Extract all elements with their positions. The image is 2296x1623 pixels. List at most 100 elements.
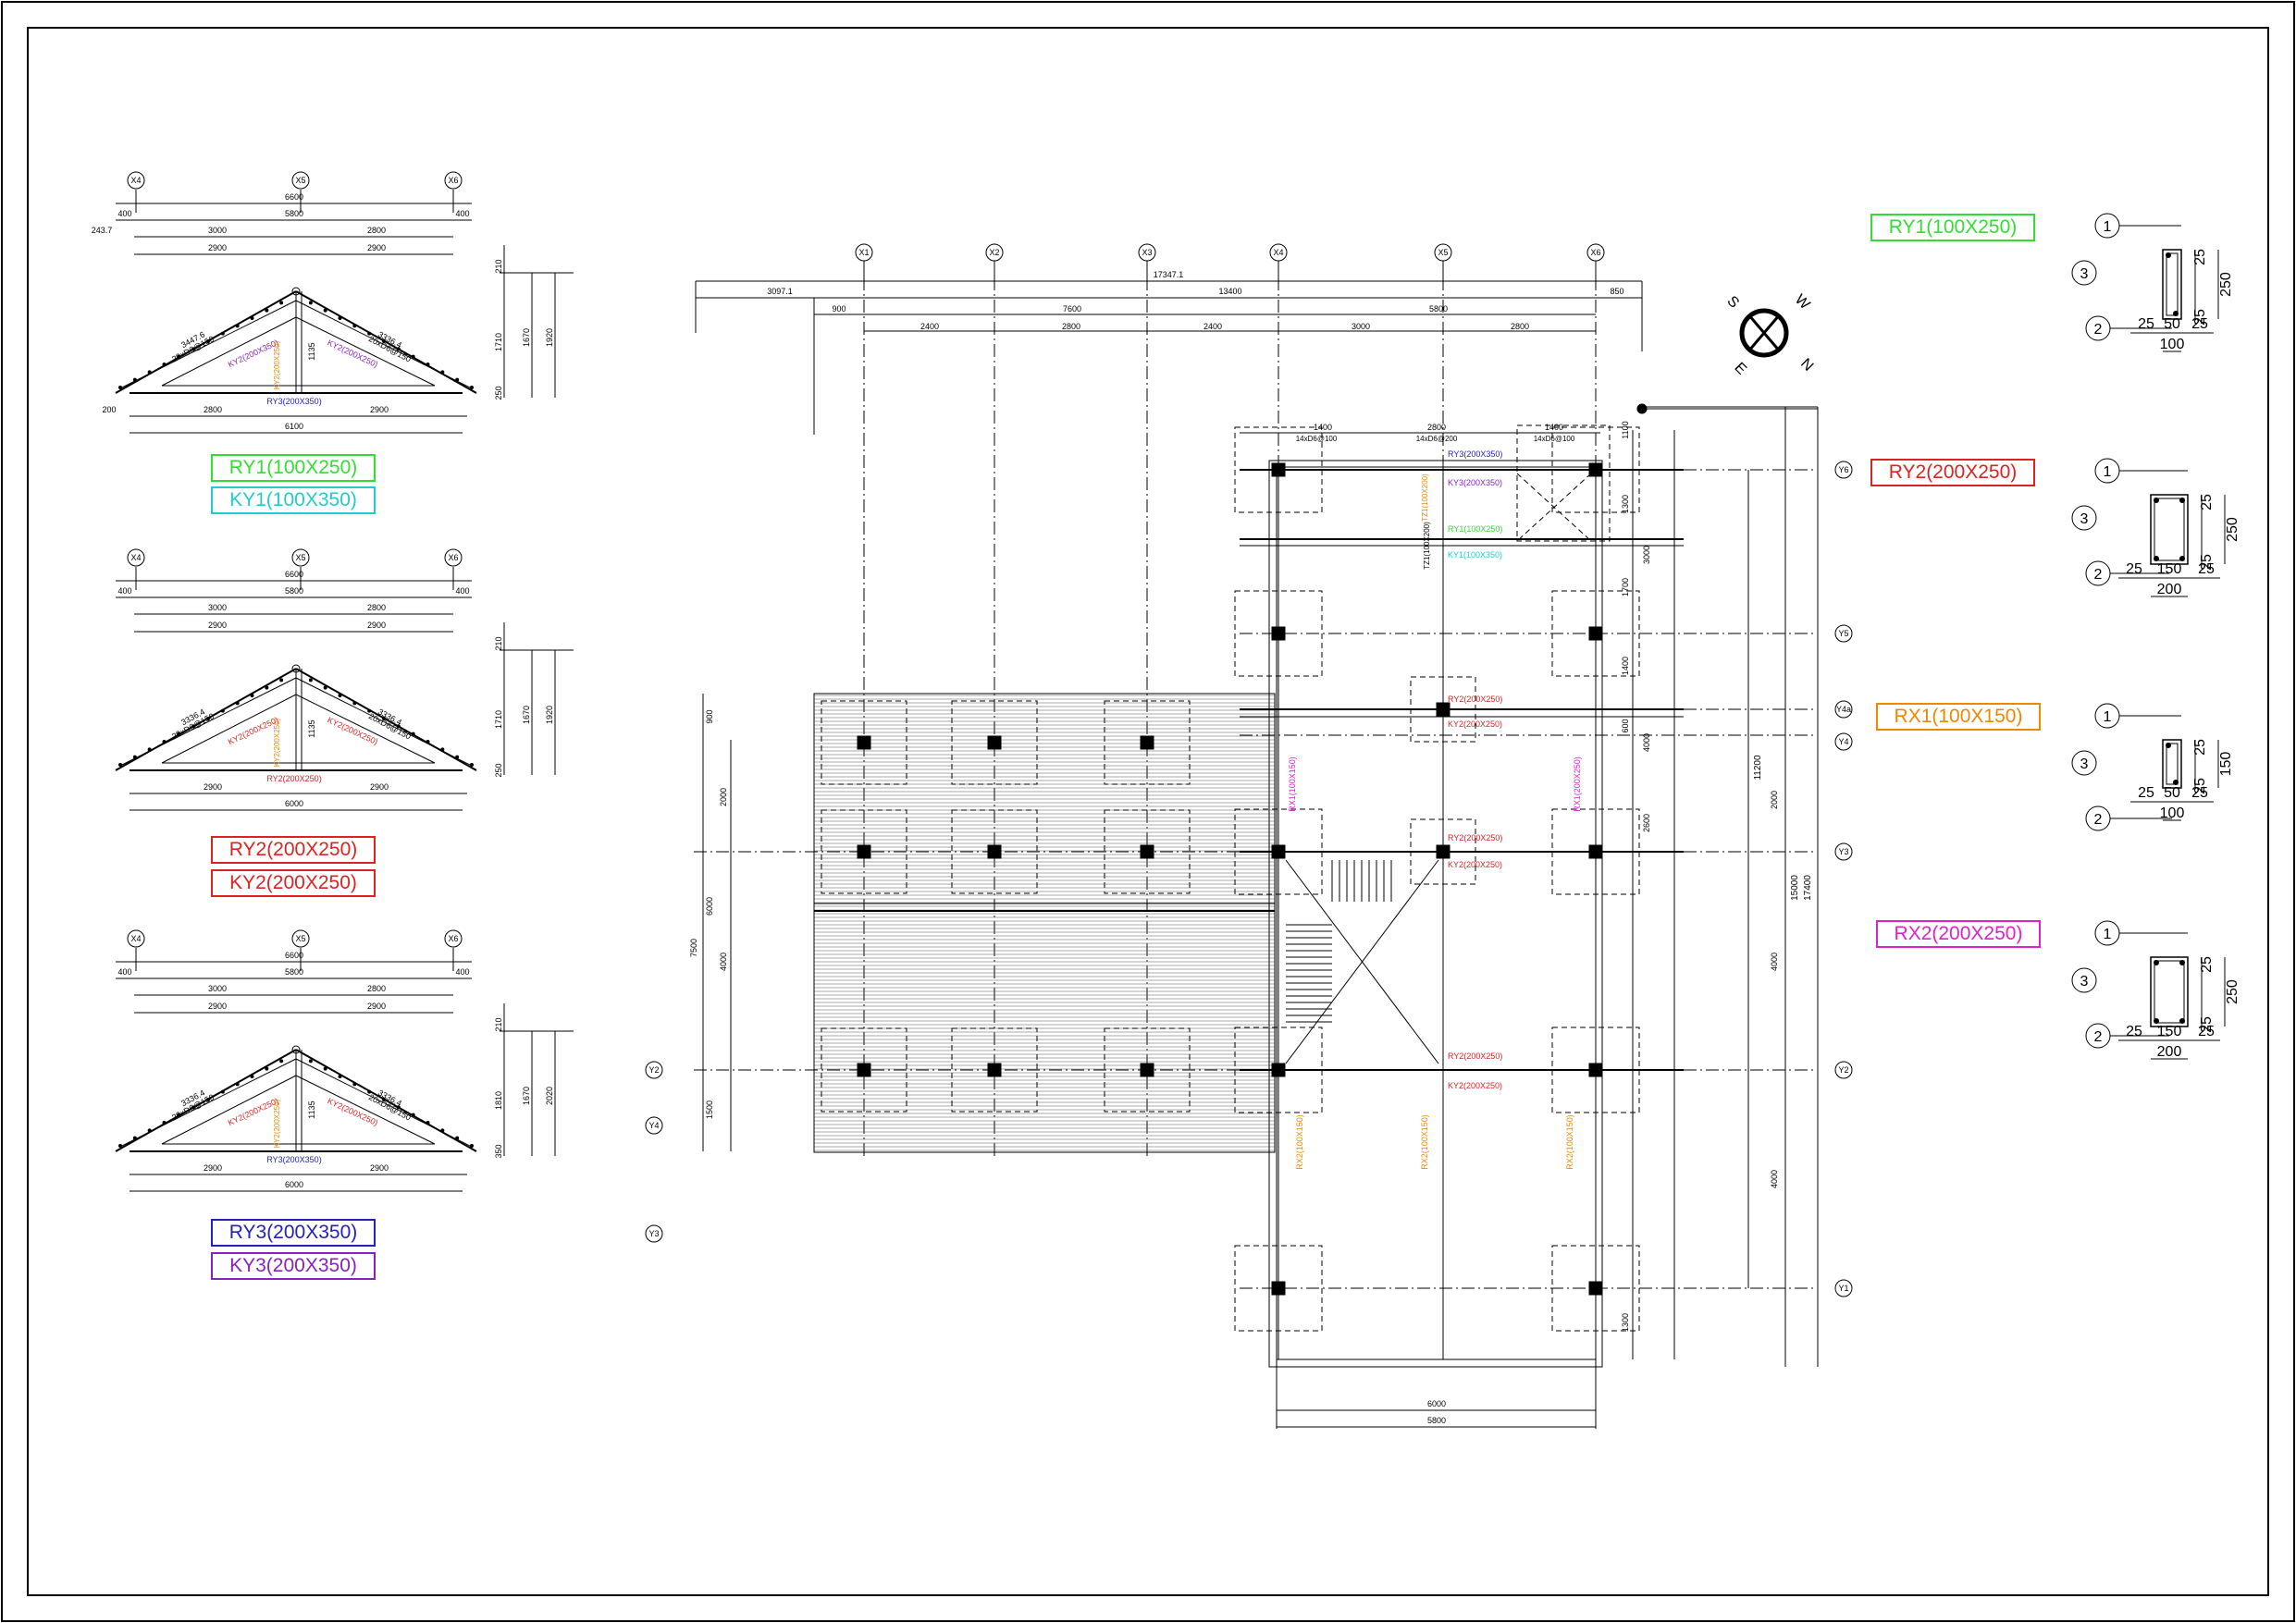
dim-text: 2800 — [1427, 423, 1446, 432]
dim-text: 6600 — [285, 192, 303, 202]
footing — [951, 700, 1038, 785]
dim-text: 2900 — [370, 405, 389, 414]
grid-bubble — [1269, 243, 1288, 262]
marker-num: 1 — [2104, 709, 2112, 725]
footing — [1234, 590, 1323, 677]
dim-text: 400 — [455, 209, 469, 218]
dim-text: 25 — [2126, 561, 2142, 577]
footing — [1410, 676, 1476, 743]
grid-label: X5 — [295, 553, 305, 562]
grid-label: Y4 — [1838, 737, 1848, 746]
dim-text: 850 — [1610, 287, 1623, 296]
dim-text: 400 — [455, 967, 469, 977]
tile — [191, 347, 196, 351]
marker-num: 3 — [2080, 511, 2089, 527]
dim-text: 14xD6@100 — [1534, 435, 1575, 443]
dim-text: KY2(200X350) — [227, 338, 280, 369]
marker — [2071, 260, 2097, 286]
dim-text: KY2(200X250) — [227, 715, 280, 746]
grid-label: X5 — [295, 934, 305, 943]
dim-text: 6600 — [285, 951, 303, 960]
tile — [206, 339, 210, 343]
truss1-label-1: RY1(100X250) — [211, 454, 376, 482]
compass-needle — [1747, 314, 1782, 352]
tile — [177, 354, 181, 359]
dim-text: 250 — [494, 763, 503, 777]
tile — [396, 1105, 401, 1110]
dim-text: 14xD6@100 — [1296, 435, 1338, 443]
column — [857, 1063, 871, 1077]
dim-text: 17400 — [1803, 875, 1813, 901]
section-outline — [2162, 739, 2182, 789]
dim-text: 1670 — [522, 1087, 531, 1105]
beam-tag: KY2(200X250) — [1448, 860, 1502, 869]
dim-text: 2800 — [204, 405, 222, 414]
dim-text: KY2(200X250) — [273, 340, 281, 389]
tile — [455, 377, 460, 382]
grid-bubble — [1834, 1061, 1853, 1079]
grid-bubble — [1834, 624, 1853, 643]
dim-text: 1400 — [1314, 423, 1332, 432]
grid-bubble — [1586, 243, 1605, 262]
tile — [250, 316, 254, 320]
compass-w: W — [1792, 291, 1813, 313]
dim-text: 200 — [2157, 1044, 2182, 1060]
grid-bubble — [444, 548, 463, 567]
grid-bubble — [127, 929, 145, 948]
dim-text: 5800 — [285, 209, 303, 218]
dim-text: 250 — [2225, 979, 2240, 1004]
dim-text: 350 — [494, 1144, 503, 1158]
dim-text: 150 — [2157, 1024, 2182, 1039]
dim-text: 3000 — [208, 984, 227, 993]
web — [295, 694, 436, 764]
dim-text: 15000 — [1790, 875, 1800, 901]
grid-label: Y2 — [1838, 1065, 1848, 1075]
dim-text: 2800 — [1511, 322, 1529, 331]
dim-text: 1810 — [494, 1091, 503, 1110]
web — [295, 1075, 436, 1145]
section-label-ry1: RY1(100X250) — [1870, 214, 2035, 241]
dim-text: 900 — [705, 709, 714, 723]
marker — [2071, 505, 2097, 531]
dim-text: 2900 — [370, 1163, 389, 1173]
tile — [367, 331, 372, 336]
tile — [206, 1098, 210, 1101]
dim-text: 25 — [2192, 778, 2208, 794]
grid-label: X1 — [858, 248, 869, 257]
dim-text: 2400 — [1204, 322, 1222, 331]
dim-text: 25 — [2198, 561, 2215, 577]
dim-text: 6100 — [285, 422, 303, 431]
dim-text: 2800 — [1062, 322, 1080, 331]
dim-text: 25 — [2191, 785, 2208, 801]
column — [1271, 1063, 1286, 1077]
grid-label: Y4a — [1836, 705, 1851, 714]
section-label-ry2: RY2(200X250) — [1870, 459, 2035, 486]
dim-text: 1670 — [522, 706, 531, 724]
dim-text: 400 — [117, 586, 131, 596]
rebar — [2173, 780, 2179, 785]
dim-text: 14xD6@200 — [1416, 435, 1458, 443]
grid-label: X4 — [130, 934, 141, 943]
dim-text: 150 — [2218, 752, 2234, 777]
dim-text: 200 — [2157, 582, 2182, 597]
tile — [235, 1082, 240, 1087]
column — [1588, 844, 1603, 859]
dim-text: 4000 — [1642, 733, 1651, 752]
tile — [220, 708, 225, 713]
dim-text: 2900 — [367, 1002, 386, 1011]
dim-text: KY2(200X250) — [273, 718, 281, 767]
column — [1140, 844, 1154, 859]
tile — [206, 717, 210, 720]
grid-label: X6 — [448, 176, 458, 185]
dim-text: 6600 — [285, 570, 303, 579]
column — [1436, 844, 1450, 859]
dim-text: 5800 — [285, 586, 303, 596]
web — [161, 694, 297, 764]
dim-text: 13400 — [1218, 287, 1241, 296]
dim-text: 7500 — [689, 939, 698, 957]
